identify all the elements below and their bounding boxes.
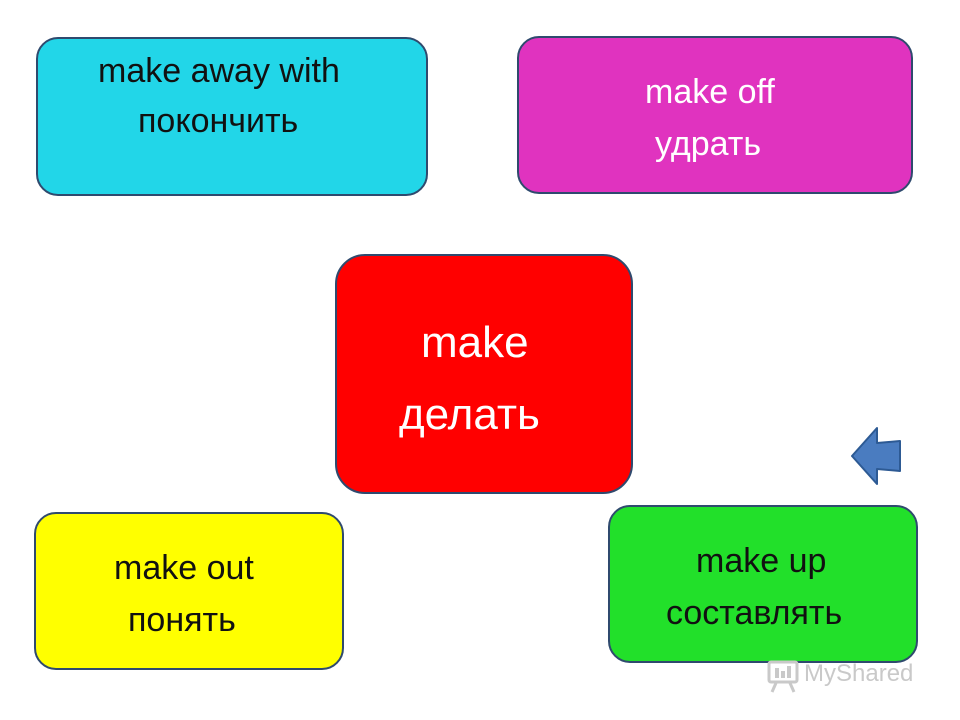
left-arrow-icon	[851, 427, 901, 485]
card-make-out: make out понять	[34, 512, 344, 670]
card-up-english: make up	[696, 542, 827, 580]
card-away-english: make away with	[98, 52, 340, 90]
card-out-english: make out	[114, 549, 254, 587]
card-off-english: make off	[645, 73, 775, 111]
card-make-up: make up составлять	[608, 505, 918, 663]
card-center-russian: делать	[399, 390, 540, 439]
card-make-center: make делать	[335, 254, 633, 494]
card-out-russian: понять	[128, 601, 236, 639]
card-off-russian: удрать	[655, 125, 762, 163]
card-away-russian: покончить	[138, 102, 299, 140]
card-center-english: make	[421, 318, 529, 367]
presentation-board-icon	[767, 660, 799, 693]
watermark: MyShared	[766, 656, 926, 696]
watermark-text: MyShared	[804, 660, 914, 687]
card-up-russian: составлять	[666, 594, 843, 632]
card-make-away-with: make away with покончить	[36, 37, 428, 196]
card-make-off: make off удрать	[517, 36, 913, 194]
